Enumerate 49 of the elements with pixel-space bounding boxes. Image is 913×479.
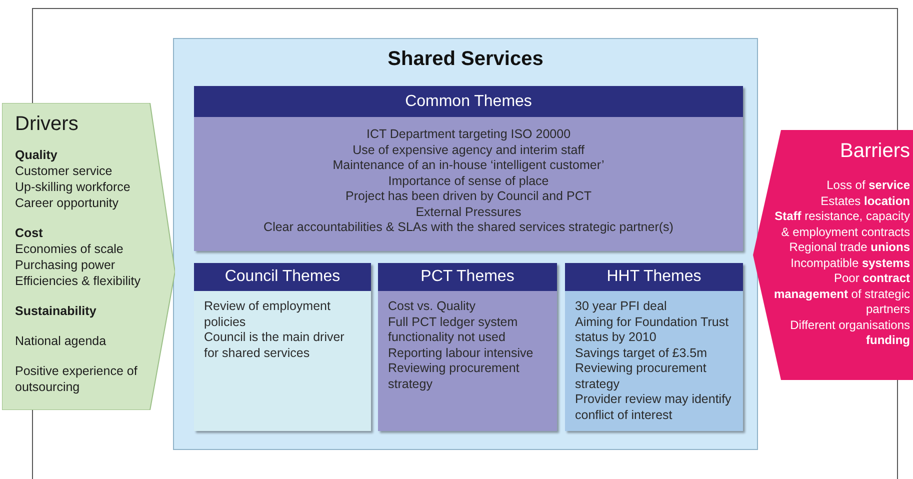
theme-item: Council is the main driver for shared services (204, 330, 346, 361)
barriers-arrow-shape (753, 130, 913, 380)
theme-item: 30 year PFI deal (575, 299, 668, 314)
theme-item: ICT Department targeting ISO 20000 (366, 127, 571, 142)
theme-item: Reviewing procurement strategy (575, 361, 708, 392)
barrier-item: Regional trade unions (789, 240, 910, 256)
driver-item: Career opportunity (15, 195, 120, 211)
driver-item: National agenda (15, 333, 108, 349)
barrier-item: Poor contract management of strategic partners (773, 271, 910, 318)
driver-item: Up-skilling workforce (15, 179, 132, 195)
theme-item: Savings target of £3.5m (575, 346, 708, 361)
theme-item: Reporting labour intensive (388, 346, 534, 361)
theme-box (565, 263, 743, 431)
drivers-arrow-shape (2, 103, 175, 410)
theme-heading: HHT Themes (606, 267, 702, 287)
driver-item: Economies of scale (15, 241, 124, 257)
theme-item: Reviewing procurement strategy (388, 361, 520, 392)
drivers-heading: Drivers (15, 112, 80, 137)
theme-heading: PCT Themes (420, 267, 514, 287)
theme-item: Review of employment policies (204, 299, 332, 330)
theme-item: Cost vs. Quality (388, 299, 477, 314)
panel-title: Shared Services (386, 47, 544, 72)
theme-item: Importance of sense of place (388, 174, 549, 189)
barrier-item: Loss of service (826, 178, 910, 194)
theme-heading: Council Themes (224, 267, 340, 287)
driver-item: Cost (15, 225, 44, 241)
driver-item: Efficiencies & flexibility (15, 273, 142, 289)
driver-item: Positive experience of outsourcing (15, 363, 138, 395)
driver-item: Sustainability (15, 303, 98, 319)
theme-box (194, 263, 371, 431)
theme-item: Use of expensive agency and interim staff (352, 142, 584, 158)
theme-heading: Common Themes (405, 92, 532, 112)
driver-item: Quality (15, 147, 58, 163)
theme-item: Maintenance of an in-house ‘intelligent customer’ (332, 158, 604, 174)
barriers-heading: Barriers (840, 139, 910, 164)
theme-item: Aiming for Foundation Trust status by 2010 (575, 314, 730, 346)
theme-box (378, 263, 557, 431)
barrier-item: Incompatible systems (790, 256, 910, 271)
theme-item: Clear accountabilities & SLAs with the shared services strategic partner(s) (264, 220, 674, 236)
driver-item: Customer service (15, 163, 114, 179)
theme-box (194, 86, 743, 251)
theme-item: Provider review may identify conflict of interest (575, 392, 732, 423)
theme-item: External Pressures (416, 204, 522, 220)
theme-item: Full PCT ledger system functionality not used (388, 314, 519, 346)
barrier-item: Different organisations funding (789, 318, 910, 348)
driver-item: Purchasing power (15, 257, 116, 273)
theme-item: Project has been driven by Council and PCT (346, 189, 592, 204)
barrier-item: Estates location (820, 194, 910, 209)
panel (173, 38, 758, 450)
